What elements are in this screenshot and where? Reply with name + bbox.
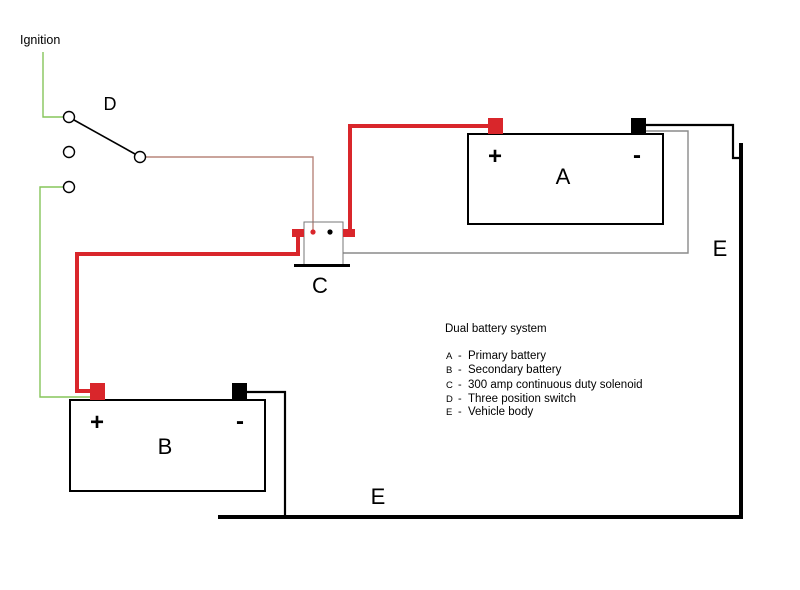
legend-text: 300 amp continuous duty solenoid (468, 379, 643, 391)
solenoid-right-terminal (343, 229, 355, 237)
battery-a-negative-sign: - (633, 142, 641, 169)
vehicle-body-label-right: E (713, 236, 728, 261)
switch-terminal-top (62, 110, 76, 124)
legend-text: Secondary battery (468, 364, 562, 376)
battery-a-positive-cable (348, 124, 488, 234)
solenoid-left-terminal (292, 229, 304, 237)
solenoid-coil-ground-dot (327, 229, 333, 235)
solenoid-body (303, 221, 344, 267)
vehicle-body-label-bottom: E (371, 484, 386, 509)
solenoid-control-wire (146, 156, 314, 232)
battery-a-label: A (556, 164, 571, 189)
legend-separator: - (458, 364, 462, 376)
solenoid-coil-positive-dot (310, 229, 316, 235)
switch-terminal-bottom (62, 180, 76, 194)
vehicle-body-ground (218, 143, 743, 519)
legend-key: E (446, 407, 452, 418)
battery-b-case (69, 399, 266, 492)
legend-text: Vehicle body (468, 406, 533, 418)
solenoid-label: C (312, 273, 328, 298)
battery-a-case (467, 133, 664, 225)
battery-b: + - B (69, 383, 266, 492)
switch-label: D (104, 94, 117, 114)
battery-b-label: B (158, 434, 173, 459)
legend-item: D - Three position switch (446, 393, 576, 405)
switch-terminal-middle (62, 145, 76, 159)
ignition-label: Ignition (20, 33, 60, 47)
legend-key: B (446, 365, 452, 376)
battery-a-negative-cable (646, 123, 741, 160)
battery-b-positive-terminal (90, 383, 105, 400)
legend-key: C (446, 380, 453, 391)
battery-a-negative-terminal (631, 118, 646, 134)
legend-text: Primary battery (468, 350, 546, 362)
three-position-switch: D (62, 94, 147, 194)
switch-lever (73, 119, 136, 155)
battery-a: + - A (467, 118, 664, 225)
ignition-wire (42, 52, 63, 118)
battery-b-negative-sign: - (236, 408, 244, 435)
legend: Dual battery system A - Primary battery … (445, 323, 643, 418)
battery-b-negative-terminal (232, 383, 247, 400)
legend-item: B - Secondary battery (446, 364, 562, 376)
battery-b-negative-cable (247, 390, 287, 517)
switch-to-battery-b-wire (39, 186, 90, 398)
legend-separator: - (458, 393, 462, 405)
solenoid: C (292, 221, 355, 298)
battery-a-positive-sign: + (488, 143, 502, 170)
switch-common-terminal (133, 150, 147, 164)
battery-b-positive-cable (75, 234, 300, 393)
battery-b-positive-sign: + (90, 409, 104, 436)
legend-key: A (446, 351, 453, 362)
battery-a-positive-terminal (488, 118, 503, 134)
legend-separator: - (458, 406, 462, 418)
legend-separator: - (458, 379, 462, 391)
legend-title: Dual battery system (445, 323, 547, 335)
legend-item: E - Vehicle body (446, 406, 533, 418)
legend-separator: - (458, 350, 462, 362)
legend-item: A - Primary battery (446, 350, 546, 362)
solenoid-ground-wire (343, 130, 689, 254)
legend-text: Three position switch (468, 393, 576, 405)
legend-item: C - 300 amp continuous duty solenoid (446, 379, 643, 391)
solenoid-mounting-bar (294, 264, 350, 267)
legend-key: D (446, 394, 453, 405)
